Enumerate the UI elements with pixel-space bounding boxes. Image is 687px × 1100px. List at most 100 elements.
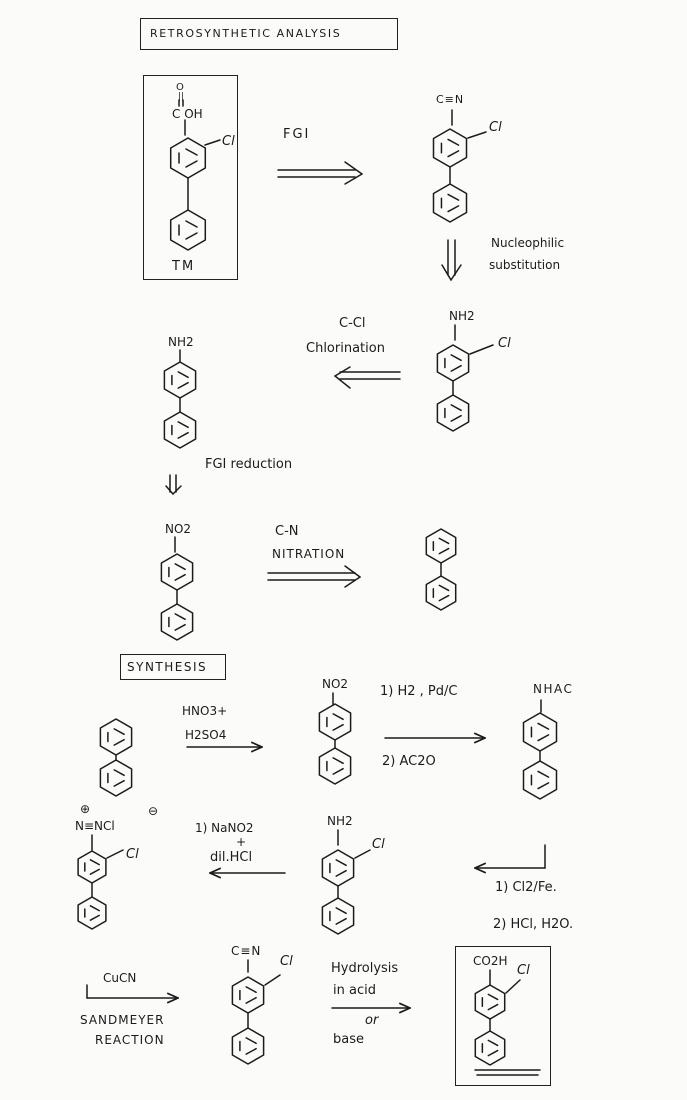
product-biphenyl-ring-bottom-inner-3 [487,1049,499,1057]
cn-biphenyl-ring-bottom [432,183,468,223]
ccl-arrow-head-1 [334,366,351,377]
step-hcl-h2o: 2) HCl, H2O. [493,917,574,932]
hydrolysis-or: or [365,1013,379,1028]
synth-start-biphenyl-ring-top [99,718,133,756]
synth-nitro-biphenyl-ring-top-inner-2 [332,713,344,721]
hydrolysis-label-1: Hydrolysis [331,961,399,976]
product-biphenyl-ring-bottom [474,1030,506,1066]
amine-biphenyl-ring-bottom-inner-3 [450,414,462,422]
reagent-cucn: CuCN [103,971,137,985]
nitrile-biphenyl-ring-top-inner-2 [245,986,257,994]
biphenyl-retro-ring-bottom-inner-3 [438,594,450,602]
diazonium-biphenyl-ring-top-inner-2 [89,859,100,866]
hydrolysis-label-3: base [333,1032,364,1047]
synth-start-biphenyl-ring-top-inner-2 [113,728,125,736]
nhac-biphenyl-ring-top-inner-3 [537,734,550,742]
ccl-arrow-head-2 [334,375,351,389]
synth-nitro-biphenyl-ring-top [318,703,352,741]
nitration-label: NITRATION [272,547,346,561]
synthesis-heading: SYNTHESIS [127,660,208,674]
diazonium-label: N≡NCl [75,819,115,833]
tm-biphenyl-ring-top-inner-2 [185,148,198,156]
cn-bond-label: C-N [275,524,299,539]
product-biphenyl-ring-top-inner-2 [487,993,499,1001]
biphenyl-retro-ring-top-inner-3 [438,547,450,555]
reagent-h2so4: H2SO4 [185,728,227,742]
biphenyl-retro-ring-bottom [425,575,457,611]
nitrile-biphenyl-ring-bottom-inner-2 [245,1037,257,1045]
fgi-reduction-label: FGI reduction [205,457,293,472]
biphenyl-retro-ring-top [425,528,457,564]
diazonium-biphenyl-ring-top-inner-3 [89,868,100,875]
hydrolysis-label-2: in acid [333,983,376,998]
cn-biphenyl-ring-top-inner-2 [447,138,460,146]
nitrile-bond-cl [264,974,281,986]
amine-biphenyl-ring-top-inner-2 [450,354,462,362]
aniline-group-label: NH2 [168,335,194,349]
nhac-biphenyl-ring-top-inner-2 [537,722,550,730]
biphenyl-retro-ring-bottom-inner-2 [438,584,450,592]
reduction-arrow-head-2 [172,485,182,495]
nhac-biphenyl-ring-bottom-inner-2 [537,770,550,778]
cn-biphenyl-ring-top [432,128,468,168]
synth-amine-biphenyl-ring-bottom [321,897,355,935]
product-biphenyl-ring-top [474,984,506,1020]
amine-biphenyl-ring-bottom [436,394,470,432]
tm-acid-label: C OH [172,107,203,121]
tm-cl-label: Cl [222,134,235,149]
cn-cl-label: Cl [489,120,502,135]
amine-bond-cl [469,344,494,355]
synthesis-heading-box [120,654,226,680]
nitration-arrow-head-2 [344,576,361,588]
step-cl2fe: 1) Cl2/Fe. [495,880,557,895]
diazonium-plus: ⊕ [80,802,91,816]
synth-amine-biphenyl-ring-bottom-inner-2 [335,907,347,915]
nitrile-biphenyl-ring-top [231,976,265,1014]
substitution-label: substitution [489,258,561,272]
aniline-biphenyl-ring-bottom-inner-3 [177,431,189,439]
nhac-biphenyl-ring-bottom-inner-3 [537,782,550,790]
nitro-biphenyl-ring-top-inner-3 [174,573,186,581]
final-product-box [455,946,551,1086]
nitro-biphenyl-ring-top-inner-2 [174,563,186,571]
nitrile-label: C≡N [231,944,262,958]
ns-arrow-head-1 [441,264,452,281]
ccl-label: C-Cl [339,316,366,331]
biphenyl-retro-ring-top-inner-2 [438,537,450,545]
cn-biphenyl-ring-bottom-inner-3 [447,205,460,213]
tm-acid-label-O: O [176,82,184,93]
fgi-arrow-head-1 [344,161,363,175]
nitro-biphenyl-ring-top [160,553,194,591]
fgi-label: FGI [283,127,311,142]
aniline-biphenyl-ring-bottom [163,411,197,449]
cn-bond-cl [467,131,487,139]
synth-start-biphenyl-ring-top-inner-3 [113,738,125,746]
sandmeyer-label-1: SANDMEYER [80,1013,165,1027]
nitrile-biphenyl-ring-bottom [231,1027,265,1065]
product-cl-label: Cl [517,963,530,978]
step-nano2: 1) NaNO2 [195,821,254,835]
diazonium-cl-label: Cl [126,847,139,862]
tm-label: TM [172,259,196,274]
diazonium-biphenyl-ring-bottom-inner-2 [89,905,100,912]
sandmeyer-label-2: REACTION [95,1033,165,1047]
step-dilhcl: dil.HCl [210,850,253,865]
step-ac2o: 2) AC2O [382,754,436,769]
diazonium-biphenyl-ring-bottom [77,896,107,930]
tm-biphenyl-ring-top [169,137,207,179]
product-biphenyl-ring-top-inner-3 [487,1003,499,1011]
nhac-label: NHAC [533,682,574,696]
cn-group-label: C≡N [436,93,465,106]
synth-nitro-biphenyl-ring-bottom-inner-2 [332,757,344,765]
nitro-group-label: NO2 [165,522,192,536]
synth-amine-label: NH2 [327,814,353,828]
synth-start-biphenyl-ring-bottom [99,759,133,797]
synth-nitro-biphenyl-ring-bottom-inner-3 [332,767,344,775]
synth-amine-biphenyl-ring-top-inner-3 [335,869,347,877]
nitrile-cl-label: Cl [280,954,293,969]
nitro-biphenyl-ring-bottom-inner-2 [174,613,186,621]
cn-biphenyl-ring-top-inner-3 [447,150,460,158]
reduction-arrow-head-1 [165,485,174,495]
